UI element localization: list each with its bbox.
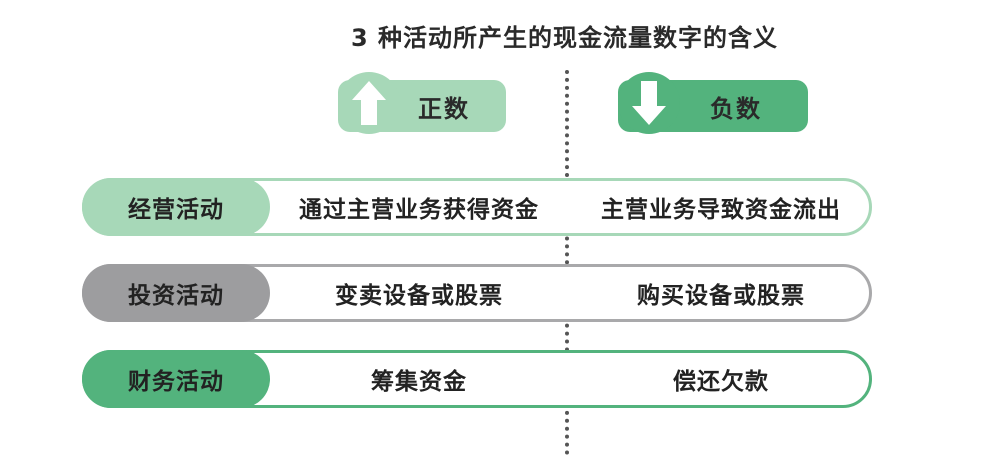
diagram-title: 3 种活动所产生的现金流量数字的含义 (350, 24, 779, 52)
arrow-down-icon (618, 72, 680, 134)
row-negative-meaning: 购买设备或股票 (637, 283, 805, 309)
row-financing-activities: 财务活动 筹集资金 偿还欠款 (82, 350, 872, 408)
row-category-label: 财务活动 (82, 350, 270, 408)
row-investing-activities: 投资活动 变卖设备或股票 购买设备或股票 (82, 264, 872, 322)
row-operating-activities: 经营活动 通过主营业务获得资金 主营业务导致资金流出 (82, 178, 872, 236)
center-divider (565, 70, 569, 455)
row-positive-meaning: 通过主营业务获得资金 (299, 197, 539, 223)
row-negative-meaning: 偿还欠款 (673, 369, 769, 395)
row-positive-meaning: 筹集资金 (371, 369, 467, 395)
row-category-label: 投资活动 (82, 264, 270, 322)
row-category-label: 经营活动 (82, 178, 270, 236)
arrow-up-icon (338, 72, 400, 134)
row-positive-meaning: 变卖设备或股票 (335, 283, 503, 309)
positive-header-label: 正数 (418, 94, 470, 123)
negative-header-label: 负数 (710, 94, 762, 123)
row-negative-meaning: 主营业务导致资金流出 (601, 197, 841, 223)
